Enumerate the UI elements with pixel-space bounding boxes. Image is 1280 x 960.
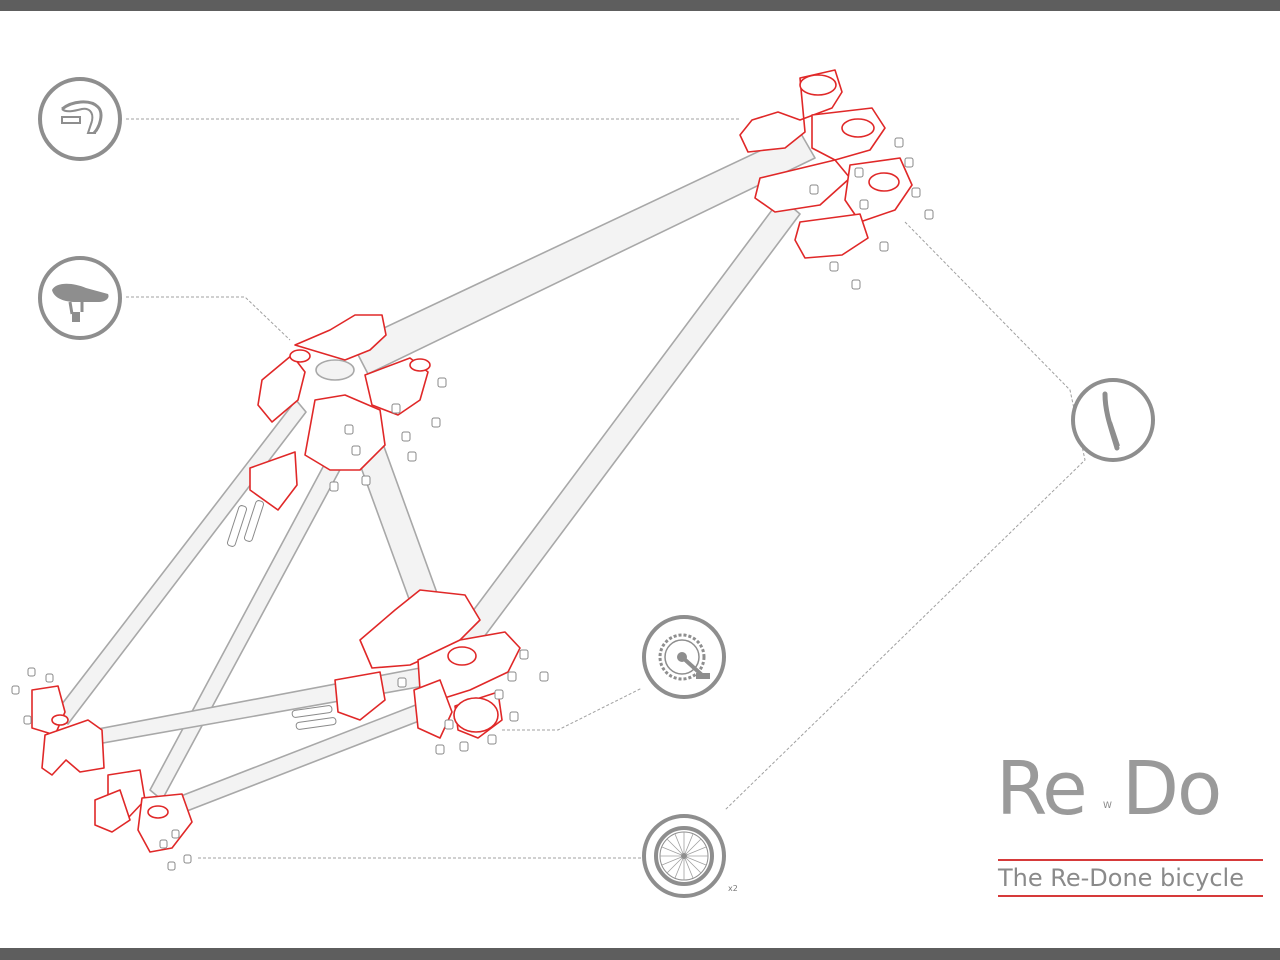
bolts — [11, 137, 934, 871]
bolt-set-dropouts — [11, 667, 192, 871]
fork-component-icon — [1071, 378, 1155, 462]
long-bolts — [226, 500, 337, 730]
wheel-quantity: x2 — [728, 884, 738, 893]
wheel-component-icon — [642, 814, 726, 898]
crankset-component-icon — [642, 615, 726, 699]
saddle-component-icon — [38, 256, 122, 340]
seat-post-opening — [315, 359, 355, 381]
bolt-set-head — [809, 137, 934, 290]
seat-joint — [249, 314, 431, 511]
seat-stay-left — [54, 399, 307, 725]
handlebar-component-icon — [38, 77, 122, 161]
leader-fork — [724, 221, 1086, 811]
dropout-left — [31, 685, 105, 776]
logo-tagline: The Re-Done bicycle — [998, 864, 1244, 892]
bolt-set-seat — [329, 377, 447, 492]
logo-rule-top — [998, 859, 1263, 861]
dropout-right — [94, 769, 193, 853]
bottom-bracket-joint — [334, 589, 521, 739]
leader-crankset — [502, 687, 643, 731]
logo-rule-bottom — [998, 895, 1263, 897]
bottom-bar — [0, 948, 1280, 960]
logo-text-re: Re — [996, 746, 1088, 832]
top-bar — [0, 0, 1280, 11]
connectors — [31, 69, 913, 853]
bolt-set-bottom-bracket — [397, 649, 549, 755]
logo-mark: W — [1103, 801, 1112, 811]
down-tube — [442, 197, 801, 666]
top-tube — [351, 131, 816, 375]
logo-text-do: Do — [1122, 746, 1222, 832]
leader-saddle — [126, 296, 291, 341]
